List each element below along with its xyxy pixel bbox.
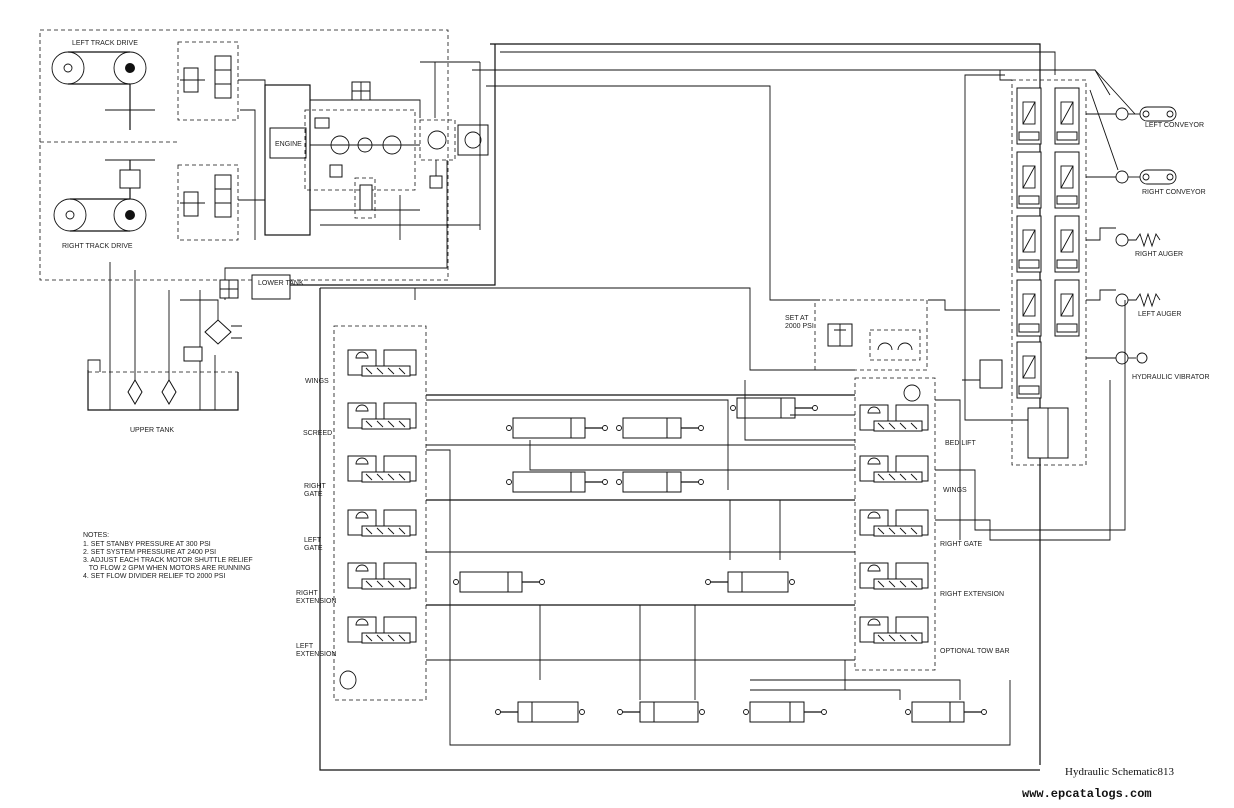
left-conveyor-motor — [1115, 106, 1177, 122]
wings-right-label: WINGS — [943, 487, 967, 494]
left-valve-section-3 — [347, 455, 417, 483]
note-line-3: 3. ADJUST EACH TRACK MOTOR SHUTTLE RELIE… — [83, 557, 253, 564]
aux-valve-right-2 — [1054, 151, 1080, 209]
right-track-drive — [53, 159, 155, 232]
set-at-label: SET AT — [785, 315, 809, 322]
left-auger-label: LEFT AUGER — [1138, 311, 1181, 318]
aux-valve-right-1 — [1054, 87, 1080, 145]
engine-block — [269, 127, 307, 159]
schematic-title: Hydraulic Schematic813 — [1065, 766, 1175, 778]
screed-label: SCREED — [303, 430, 332, 437]
right-valve-stack — [854, 377, 936, 671]
right-track-drive-label: RIGHT TRACK DRIVE — [62, 243, 133, 250]
hydraulic-vibrator-label: HYDRAULIC VIBRATOR — [1132, 374, 1210, 381]
right-valve-section-2 — [859, 455, 929, 483]
tow-bar-cylinder-mid — [743, 701, 827, 723]
right-extension-cylinder-left — [453, 571, 545, 593]
left-track-valve — [177, 41, 239, 121]
right-gate-label-line1: RIGHT — [304, 483, 327, 490]
screed-cylinder-left — [506, 417, 608, 439]
left-track-drive — [51, 51, 155, 130]
right-auger-label: RIGHT AUGER — [1135, 251, 1183, 258]
aux-valve-left-1 — [1016, 87, 1042, 145]
aux-valve-left-2 — [1016, 151, 1042, 209]
aux-valve-bank — [1011, 79, 1087, 466]
main-return-line — [319, 288, 1040, 771]
left-valve-section-5 — [347, 562, 417, 590]
wings-left-label: WINGS — [305, 378, 329, 385]
left-auger-motor — [1115, 292, 1161, 308]
left-track-drive-label: LEFT TRACK DRIVE — [72, 40, 138, 47]
left-valve-section-4 — [347, 509, 417, 537]
pump-frame — [264, 84, 311, 236]
gate-cylinder-left — [506, 471, 608, 493]
bed-lift-cylinder — [730, 397, 818, 419]
screed-cylinder-right — [616, 417, 704, 439]
upper-tank-label: UPPER TANK — [130, 427, 174, 434]
note-line-1: 1. SET STANBY PRESSURE AT 300 PSI — [83, 541, 211, 548]
left-extension-cylinder — [495, 701, 585, 723]
set-at-psi-label: 2000 PSI — [785, 323, 814, 330]
hydraulic-cylinders — [453, 397, 987, 723]
aux-valve-left-4 — [1016, 279, 1042, 337]
notes-block: NOTES: 1. SET STANBY PRESSURE AT 300 PSI… — [83, 532, 253, 580]
left-extension-label-line1: LEFT — [296, 643, 314, 650]
left-valve-section-6 — [347, 616, 417, 644]
right-extension-label-line2: EXTENSION — [296, 598, 336, 605]
lower-tank — [251, 274, 291, 300]
left-valve-section-2 — [347, 402, 417, 430]
charge-pump — [419, 119, 456, 161]
lower-tank-label: LOWER TANK — [258, 280, 304, 287]
aux-valve-sections — [1016, 87, 1080, 399]
aux-valve-right-4 — [1054, 279, 1080, 337]
gate-cylinder-right — [616, 471, 704, 493]
right-extension-cylinder-right — [705, 571, 795, 593]
left-gate-label-line1: LEFT — [304, 537, 322, 544]
aux-valve-vibrator — [1016, 341, 1042, 399]
optional-tow-bar-label: OPTIONAL TOW BAR — [940, 648, 1010, 655]
right-valve-section-5 — [859, 616, 929, 644]
left-extension-label-line2: EXTENSION — [296, 651, 336, 658]
aux-valve-right-3 — [1054, 215, 1080, 273]
notes-heading: NOTES: — [83, 532, 109, 539]
left-valve-section-1 — [347, 349, 417, 377]
bed-lift-label: BED LIFT — [945, 440, 976, 447]
track-drive-enclosure — [39, 29, 449, 281]
right-valve-section-4 — [859, 562, 929, 590]
right-conveyor-motor — [1115, 169, 1177, 185]
tow-bar-cylinder-left — [617, 701, 705, 723]
right-valve-sections — [859, 404, 929, 644]
right-valve-section-1 — [859, 404, 929, 432]
right-gate-right-label: RIGHT GATE — [940, 541, 982, 548]
right-extension-label-line1: RIGHT — [296, 590, 319, 597]
note-line-4: TO FLOW 2 GPM WHEN MOTORS ARE RUNNING — [83, 565, 251, 572]
left-conveyor-label: LEFT CONVEYOR — [1145, 122, 1204, 129]
oil-cooler — [204, 319, 232, 345]
flow-divider-group — [814, 299, 928, 371]
engine-label: ENGINE — [275, 141, 302, 148]
left-valve-sections — [347, 349, 417, 644]
right-conveyor-label: RIGHT CONVEYOR — [1142, 189, 1206, 196]
hydraulic-vibrator-motor — [1115, 351, 1148, 365]
right-extension-right-label: RIGHT EXTENSION — [940, 591, 1004, 598]
right-track-valve — [177, 164, 239, 241]
aux-valve-left-3 — [1016, 215, 1042, 273]
left-gate-label-line2: GATE — [304, 545, 323, 552]
note-line-5: 4. SET FLOW DIVIDER RELIEF TO 2000 PSI — [83, 573, 225, 580]
right-auger-motor — [1115, 232, 1161, 248]
upper-tank — [87, 262, 239, 411]
note-line-2: 2. SET SYSTEM PRESSURE AT 2400 PSI — [83, 549, 216, 556]
left-valve-stack — [333, 325, 427, 701]
right-valve-section-3 — [859, 509, 929, 537]
right-gate-label-line2: GATE — [304, 491, 323, 498]
website-watermark: www.epcatalogs.com — [1022, 787, 1152, 801]
tow-bar-cylinder-right — [905, 701, 987, 723]
